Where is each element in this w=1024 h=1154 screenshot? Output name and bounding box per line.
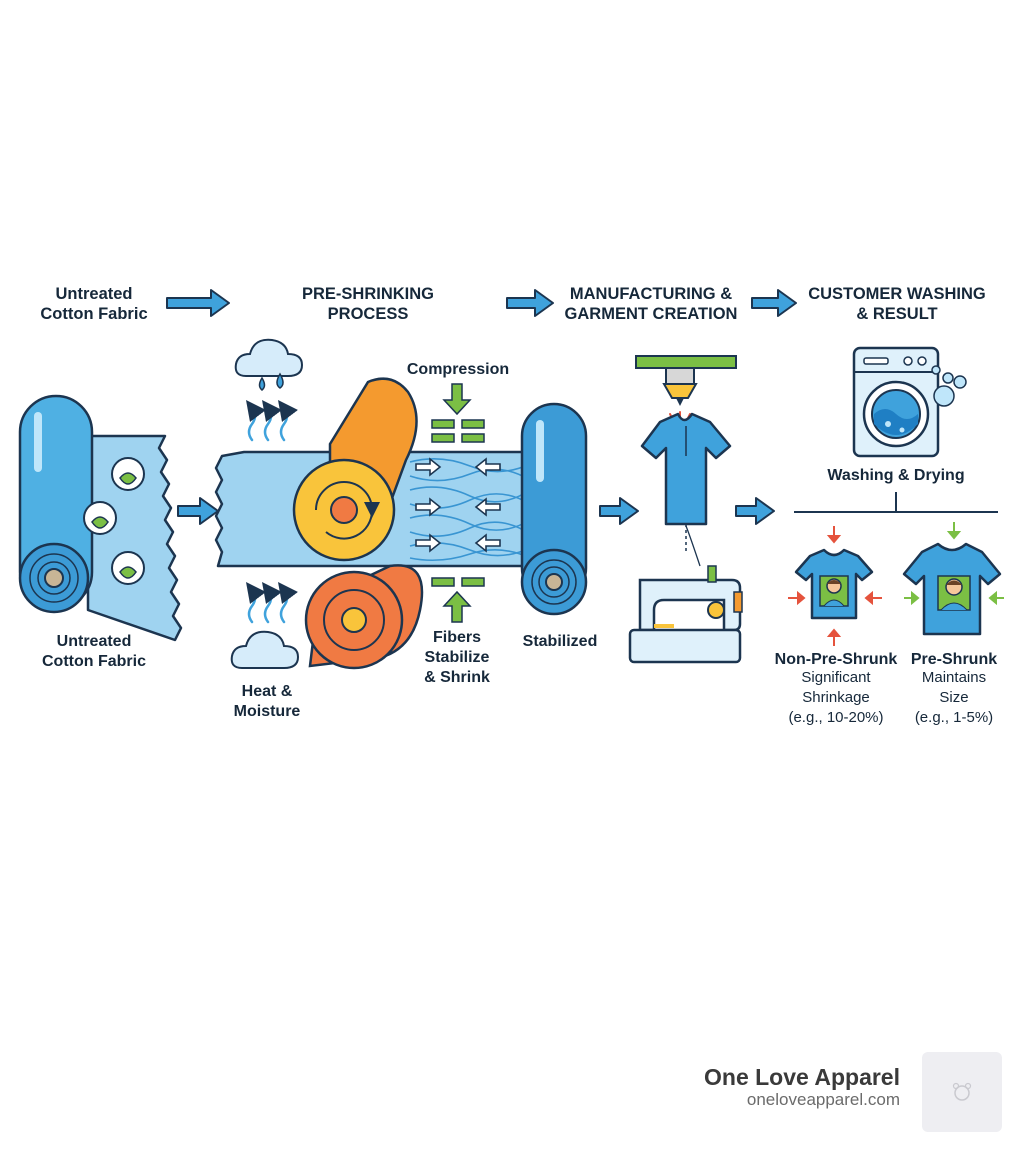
flow-arrow-icon bbox=[166, 289, 230, 317]
cotton-boll-icon bbox=[111, 551, 145, 585]
label-line: Stabilize bbox=[424, 649, 490, 666]
cotton-boll-icon bbox=[111, 457, 145, 491]
untreated-fabric-label: Untreated Cotton Fabric bbox=[30, 632, 158, 672]
label-line: Heat & bbox=[241, 683, 293, 700]
t-shirt-icon bbox=[640, 412, 732, 552]
desc-line: Maintains bbox=[921, 669, 987, 686]
steam-up-icon bbox=[246, 399, 298, 442]
orange-roller-icon bbox=[304, 564, 424, 670]
heat-moisture-label: Heat & Moisture bbox=[222, 682, 312, 722]
washing-machine-icon bbox=[852, 346, 940, 458]
header-line: & RESULT bbox=[856, 305, 938, 323]
stage-header-untreated: Untreated Cotton Fabric bbox=[30, 284, 158, 324]
brand-logo-icon bbox=[922, 1052, 1002, 1132]
desc-line: Shrinkage bbox=[802, 689, 870, 706]
label-line: & Shrink bbox=[424, 669, 490, 686]
preshrunk-desc: Maintains Size (e.g., 1-5%) bbox=[904, 668, 1004, 728]
stage-header-preshrinking: PRE-SHRINKING PROCESS bbox=[288, 284, 448, 324]
stage-header-customer: CUSTOMER WASHING & RESULT bbox=[800, 284, 994, 324]
cotton-boll-icon bbox=[83, 501, 117, 535]
cloud-icon bbox=[230, 630, 300, 669]
non-preshrunk-desc: Significant Shrinkage (e.g., 10-20%) bbox=[770, 668, 902, 728]
header-line: GARMENT CREATION bbox=[564, 305, 738, 323]
stabilized-label: Stabilized bbox=[522, 633, 598, 650]
flow-arrow-icon bbox=[599, 497, 639, 525]
bear-icon bbox=[952, 1082, 972, 1101]
header-line: Untreated bbox=[55, 285, 133, 303]
label-line: Cotton Fabric bbox=[42, 653, 146, 670]
stable-arrows-icon bbox=[904, 522, 1004, 606]
sewing-machine-icon bbox=[628, 525, 743, 664]
washing-drying-label: Washing & Drying bbox=[827, 467, 965, 484]
stage-header-manufacturing: MANUFACTURING & GARMENT CREATION bbox=[556, 284, 746, 324]
fibers-label: Fibers Stabilize & Shrink bbox=[412, 628, 502, 688]
label-line: Untreated bbox=[56, 633, 132, 650]
desc-line: (e.g., 1-5%) bbox=[914, 709, 994, 726]
desc-line: Significant bbox=[801, 669, 871, 686]
brand-url: oneloveapparel.com bbox=[746, 1090, 900, 1109]
compression-label: Compression bbox=[406, 361, 510, 378]
desc-line: Size bbox=[939, 689, 969, 706]
stabilized-roll-icon bbox=[520, 402, 588, 616]
flow-arrow-icon bbox=[177, 497, 219, 525]
label-line: Fibers bbox=[432, 629, 481, 646]
preshrunk-shirt-icon bbox=[902, 542, 1002, 636]
yellow-roller-icon bbox=[292, 377, 418, 562]
flow-arrow-icon bbox=[735, 497, 775, 525]
header-line: PROCESS bbox=[327, 305, 409, 323]
steam-up-icon bbox=[246, 581, 298, 624]
flow-arrow-icon bbox=[506, 289, 554, 317]
desc-line: (e.g., 10-20%) bbox=[788, 709, 884, 726]
bubbles-icon bbox=[931, 365, 967, 407]
header-line: PRE-SHRINKING bbox=[301, 285, 434, 303]
header-line: CUSTOMER WASHING bbox=[808, 285, 986, 303]
preshrunk-title: Pre-Shrunk bbox=[910, 651, 998, 668]
cloud-rain-icon bbox=[234, 338, 304, 391]
header-line: MANUFACTURING & bbox=[569, 285, 733, 303]
branch-lines bbox=[794, 492, 998, 513]
flow-arrow-icon bbox=[751, 289, 797, 317]
header-line: Cotton Fabric bbox=[40, 305, 148, 323]
shrunk-shirt-icon bbox=[794, 548, 874, 620]
label-line: Moisture bbox=[233, 703, 301, 720]
shrink-arrows-icon bbox=[788, 526, 882, 646]
cutting-machine-icon bbox=[635, 355, 737, 423]
header-flow-arrows bbox=[166, 289, 797, 317]
inward-arrows-icon bbox=[415, 457, 501, 553]
compression-arrows-icon bbox=[431, 383, 485, 623]
brand-name: One Love Apparel bbox=[704, 1064, 900, 1090]
untreated-fabric-roll-icon bbox=[18, 394, 183, 642]
non-preshrunk-title: Non-Pre-Shrunk bbox=[774, 651, 898, 668]
